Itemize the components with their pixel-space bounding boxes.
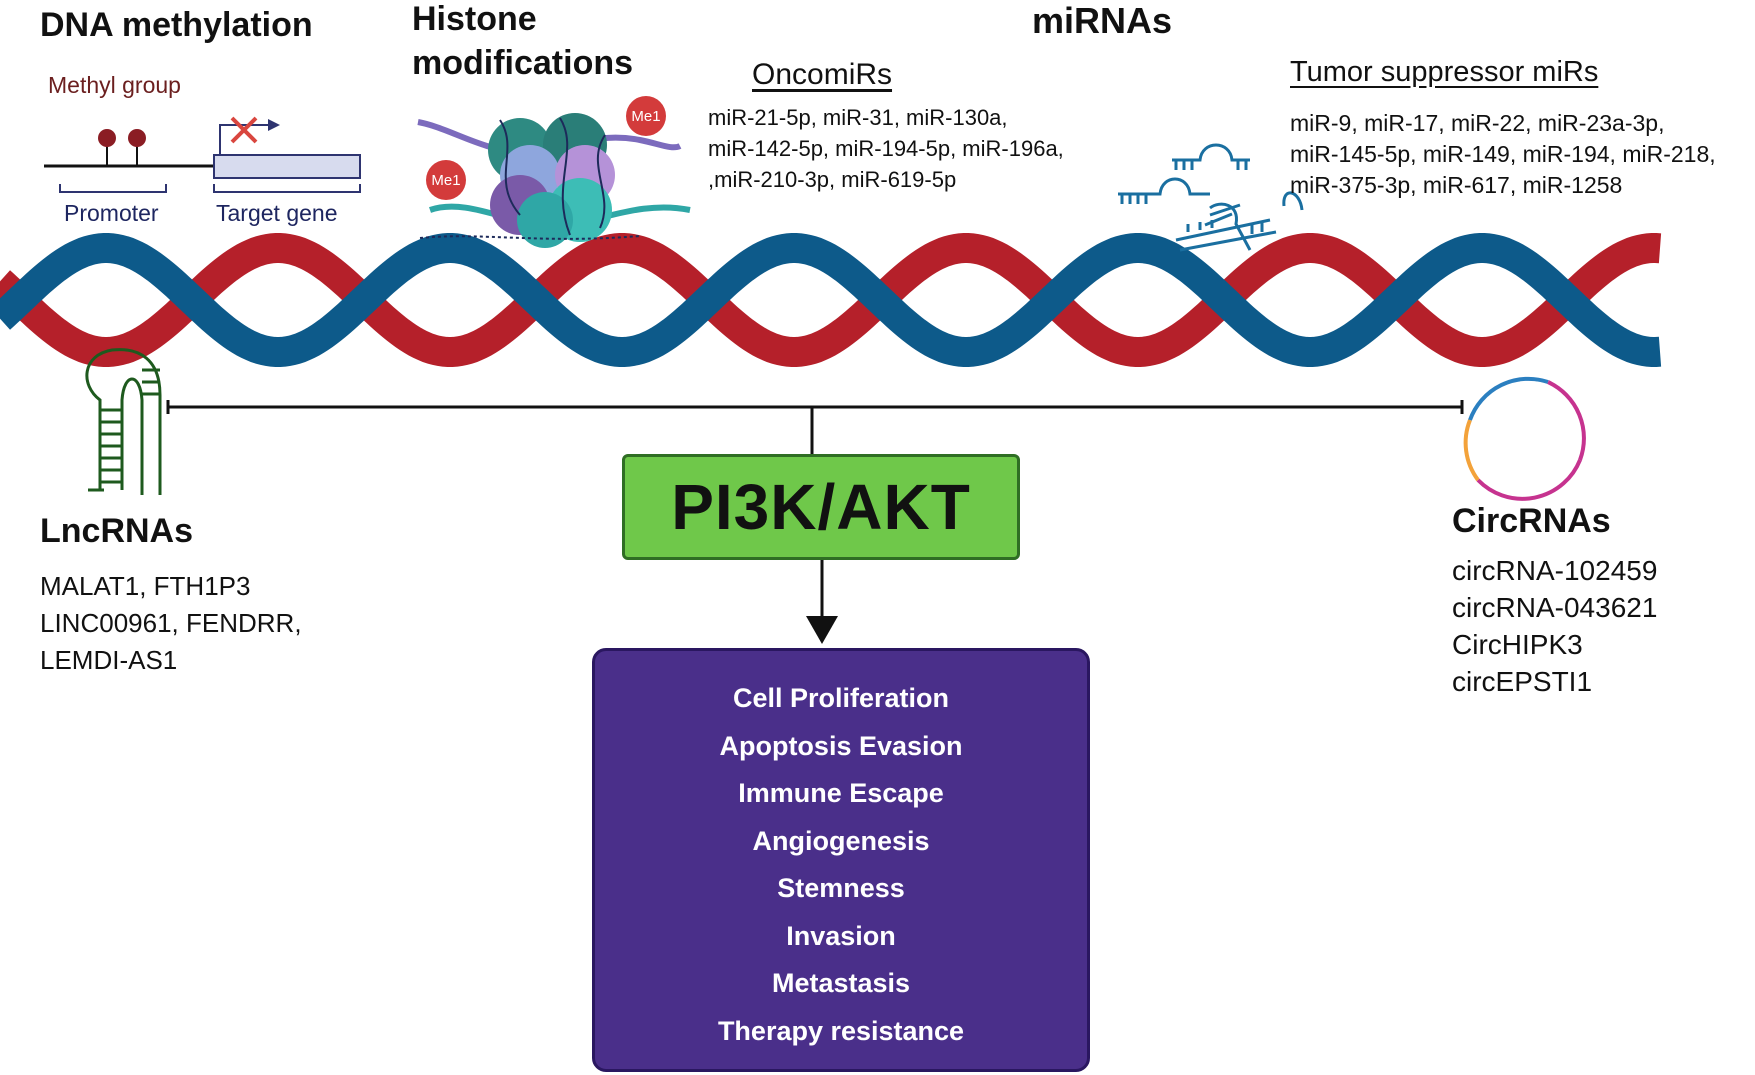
- outcome-item: Therapy resistance: [717, 1015, 965, 1046]
- dna-strand-red: [0, 233, 1662, 367]
- tumor-suppressor-line: miR-375-3p, miR-617, miR-1258: [1290, 172, 1623, 198]
- tumor-suppressor-heading: Tumor suppressor miRs: [1290, 56, 1599, 88]
- dna-methylation-title: DNA methylation: [40, 6, 313, 44]
- circrnas-line: circEPSTI1: [1452, 666, 1593, 697]
- nucleosome-icon: Me1 Me1: [417, 96, 691, 248]
- arrow-head-icon: [806, 616, 838, 644]
- mirnas-title: miRNAs: [1032, 0, 1173, 41]
- lncrnas-list: MALAT1, FTH1P3 LINC00961, FENDRR, LEMDI-…: [40, 568, 302, 679]
- circrnas-title: CircRNAs: [1452, 502, 1611, 540]
- target-gene-label: Target gene: [216, 200, 338, 226]
- histone-title-line1: Histone: [412, 0, 537, 38]
- lncrnas-line: LEMDI-AS1: [40, 645, 178, 675]
- methylation-gene-icon: [44, 116, 361, 193]
- me1-badge-icon: [426, 160, 466, 200]
- circrnas-list: circRNA-102459 circRNA-043621 CircHIPK3 …: [1452, 552, 1657, 700]
- pi3k-akt-label: PI3K/AKT: [671, 471, 971, 543]
- outcomes-box: Cell Proliferation Apoptosis Evasion Imm…: [592, 648, 1090, 1072]
- tumor-suppressor-line: miR-145-5p, miR-149, miR-194, miR-218,: [1290, 141, 1716, 167]
- bracket-connector: [166, 400, 1464, 618]
- lncrnas-line: LINC00961, FENDRR,: [40, 608, 302, 638]
- outcome-item: Apoptosis Evasion: [719, 730, 963, 761]
- tumor-suppressor-line: miR-9, miR-17, miR-22, miR-23a-3p,: [1290, 110, 1665, 136]
- me1-badge-icon: [626, 96, 666, 136]
- mirna-hairpin-icon: [1118, 143, 1304, 252]
- promoter-label: Promoter: [64, 200, 159, 226]
- circrna-ring-icon: [1463, 376, 1586, 501]
- svg-text:Me1: Me1: [631, 108, 660, 125]
- lncrnas-title: LncRNAs: [40, 512, 194, 550]
- circrnas-line: circRNA-043621: [1452, 592, 1658, 623]
- pi3k-akt-box: PI3K/AKT: [622, 454, 1020, 560]
- outcomes-list: Cell Proliferation Apoptosis Evasion Imm…: [595, 675, 1087, 1055]
- outcome-item: Cell Proliferation: [732, 683, 950, 713]
- svg-text:Me1: Me1: [431, 172, 460, 189]
- lncrna-hairpin-icon: [85, 348, 162, 495]
- outcome-item: Metastasis: [771, 968, 911, 998]
- blocked-x-icon: [230, 116, 258, 144]
- methyl-group-icon: [128, 129, 146, 147]
- outcome-item: Angiogenesis: [752, 825, 930, 856]
- dna-strand-blue: [0, 233, 1662, 367]
- oncomirs-heading: OncomiRs: [752, 58, 893, 91]
- oncomirs-line: miR-21-5p, miR-31, miR-130a,: [708, 105, 1008, 130]
- oncomirs-line: ,miR-210-3p, miR-619-5p: [708, 167, 957, 192]
- oncomirs-list: miR-21-5p, miR-31, miR-130a, miR-142-5p,…: [708, 102, 1064, 195]
- lncrnas-line: MALAT1, FTH1P3: [40, 571, 251, 601]
- oncomirs-line: miR-142-5p, miR-194-5p, miR-196a,: [708, 136, 1064, 161]
- tumor-suppressor-list: miR-9, miR-17, miR-22, miR-23a-3p, miR-1…: [1290, 108, 1716, 201]
- circrnas-line: CircHIPK3: [1452, 629, 1583, 660]
- methyl-group-icon: [98, 129, 116, 147]
- histone-title-line2: modifications: [412, 44, 634, 82]
- dna-double-helix: [0, 233, 1662, 367]
- outcome-item: Immune Escape: [738, 778, 944, 808]
- outcome-item: Stemness: [777, 873, 905, 903]
- outcome-item: Invasion: [786, 920, 896, 951]
- methyl-group-label: Methyl group: [48, 72, 181, 98]
- circrnas-line: circRNA-102459: [1452, 555, 1658, 586]
